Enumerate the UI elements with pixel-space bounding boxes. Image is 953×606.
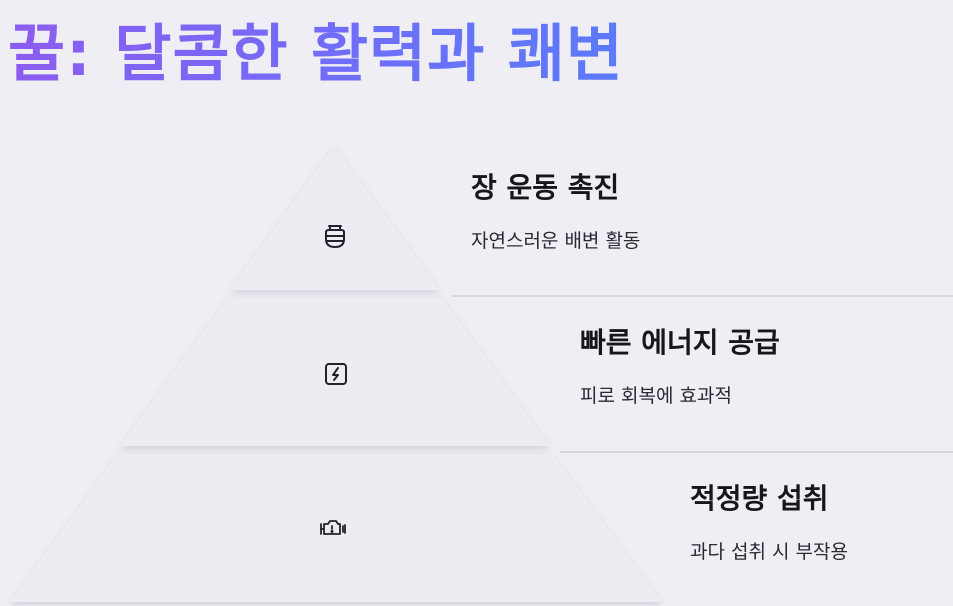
layer-heading: 적정량 섭취 [690, 482, 829, 515]
honey-pot-icon [320, 221, 350, 251]
layer-description: 자연스러운 배변 활동 [471, 230, 641, 252]
engine-warning-icon [318, 514, 348, 544]
layer-label-bottom: 적정량 섭취 과다 섭취 시 부작용 [690, 481, 848, 565]
layer-description: 과다 섭취 시 부작용 [690, 541, 848, 563]
pyramid-layer-top [230, 146, 440, 290]
layer-heading: 빠른 에너지 공급 [580, 326, 780, 359]
layer-heading: 장 운동 촉진 [471, 171, 620, 204]
lightning-bolt-icon [321, 359, 351, 389]
layer-description: 피로 회복에 효과적 [580, 385, 732, 407]
layer-label-top: 장 운동 촉진 자연스러운 배변 활동 [471, 170, 640, 254]
layer-label-middle: 빠른 에너지 공급 피로 회복에 효과적 [580, 325, 780, 409]
page-title: 꿀: 달콤한 활력과 쾌변 [8, 14, 624, 94]
pyramid-layer-bottom [10, 454, 662, 602]
